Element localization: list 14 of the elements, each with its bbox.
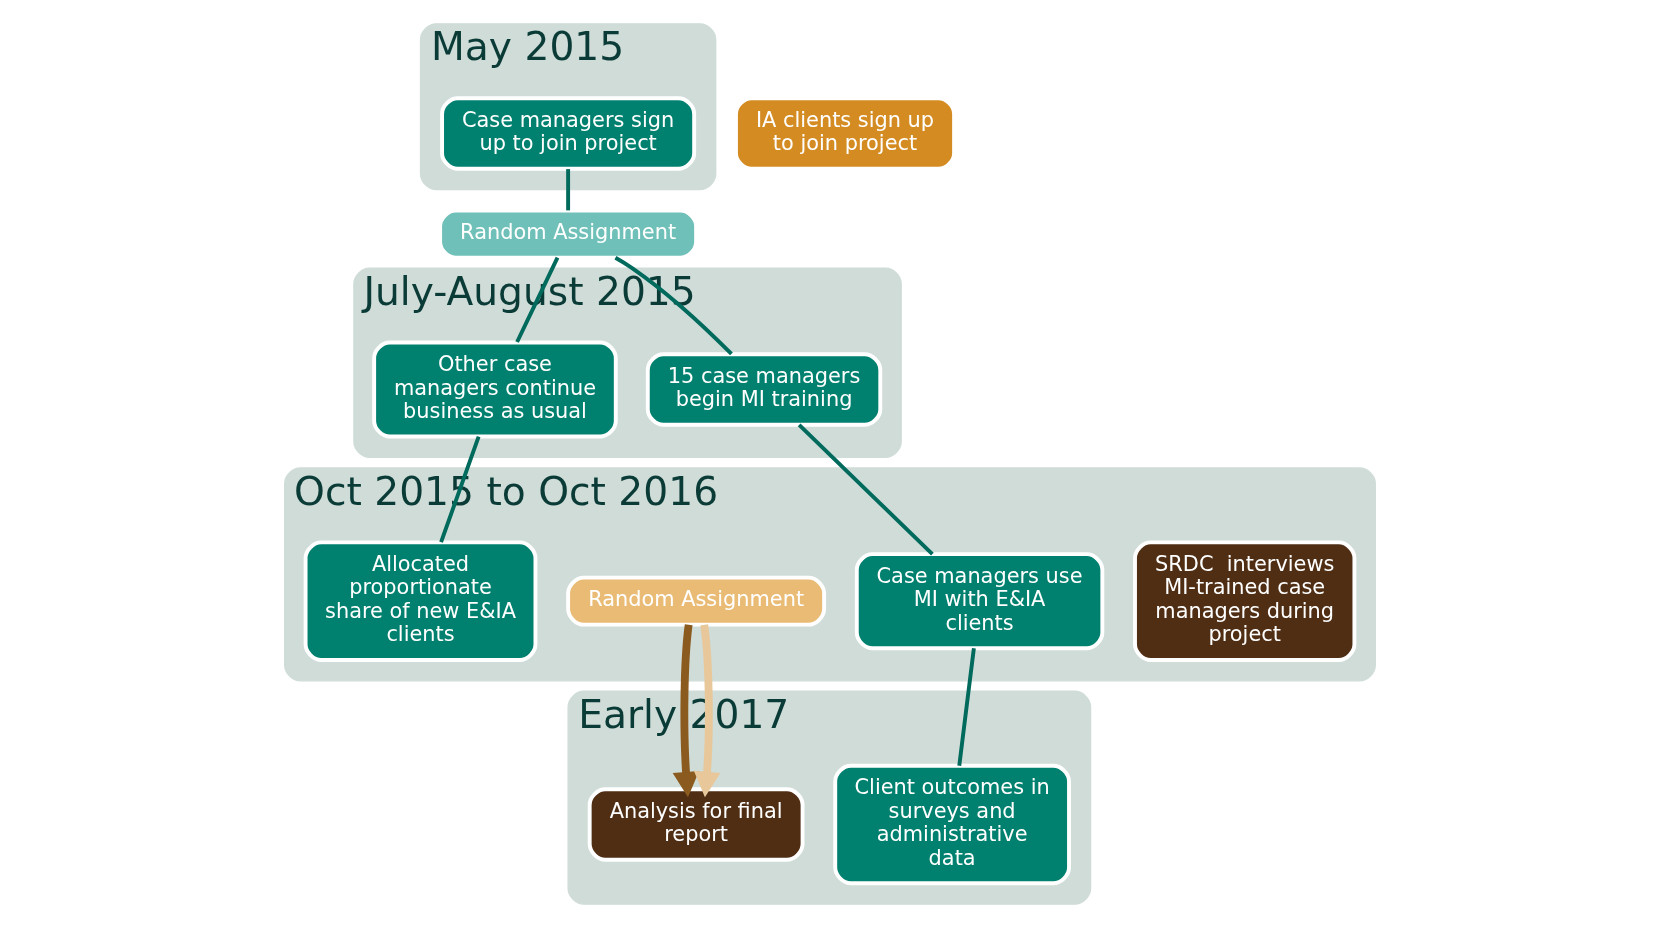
- node-box: 15 case managers begin MI training: [645, 352, 882, 427]
- node-box: Case managers use MI with E&IA clients: [854, 552, 1104, 651]
- node-box: Client outcomes in surveys and administrative data: [832, 763, 1071, 886]
- node-box: Allocated proportionate share of new E&IA clients: [303, 540, 537, 662]
- arrow: [672, 624, 699, 798]
- connector: [565, 169, 570, 211]
- node-box: SRDC interviews MI-trained case managers during project: [1132, 540, 1356, 662]
- connector: [797, 423, 934, 556]
- arrow: [693, 624, 720, 798]
- node-box: Other case managers continue business as usual: [371, 340, 618, 439]
- node-box: Analysis for final report: [587, 787, 805, 862]
- node-box: Case managers sign up to join project: [439, 96, 696, 171]
- node-box: Random Assignment: [565, 575, 826, 627]
- connector: [956, 647, 976, 766]
